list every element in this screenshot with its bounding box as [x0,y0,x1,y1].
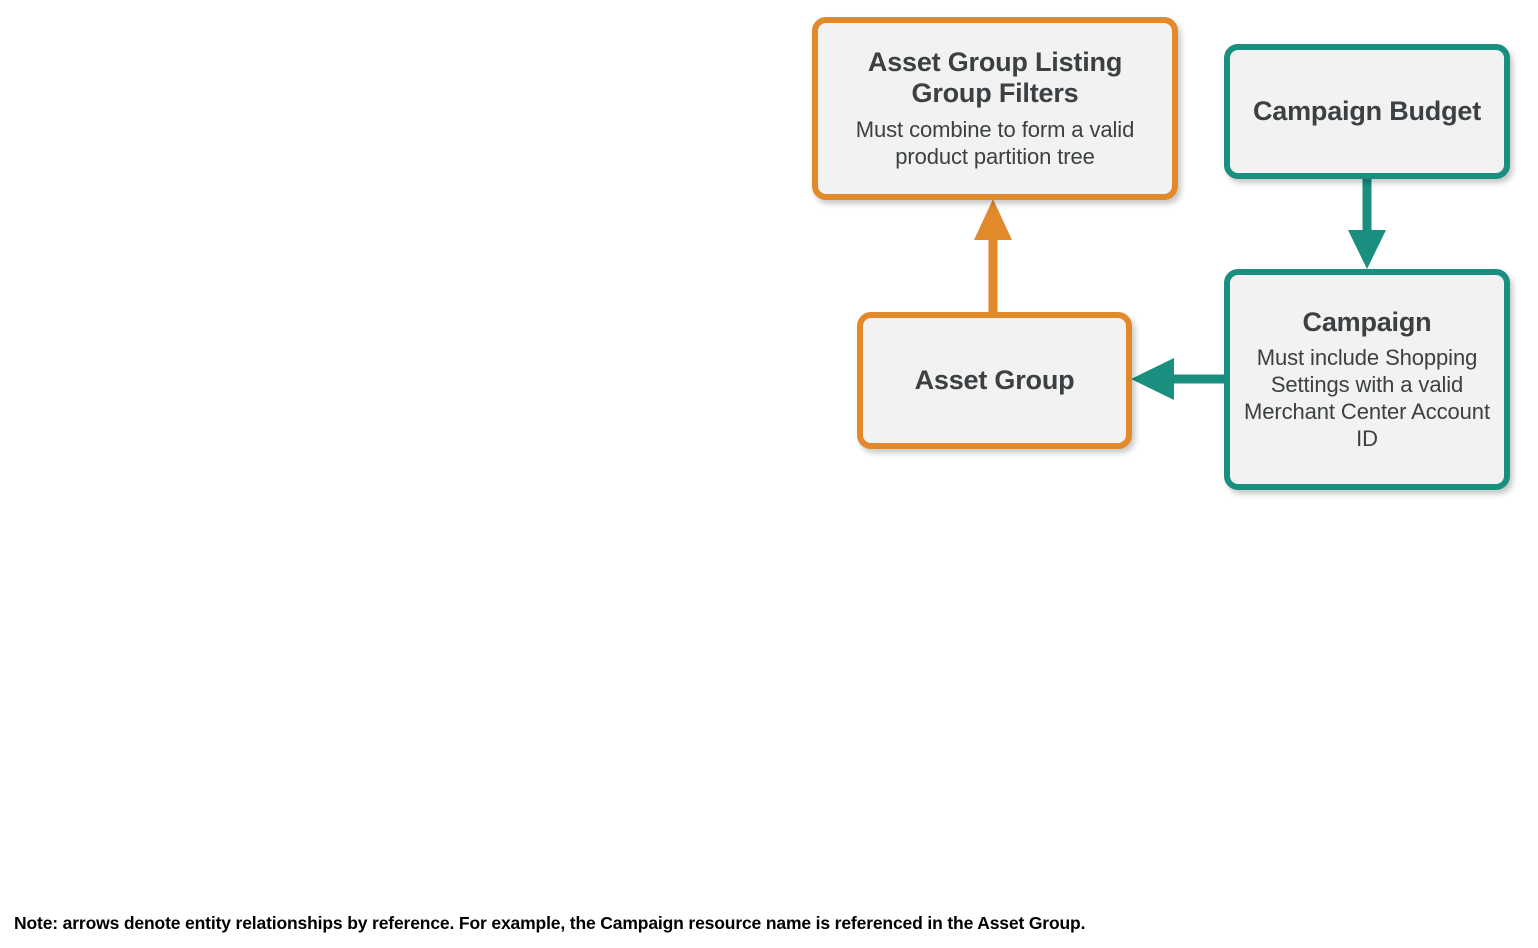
node-subtitle: Must include Shopping Settings with a va… [1244,345,1490,451]
node-asset-group-listing-group-filters[interactable]: Asset Group Listing Group Filters Must c… [812,17,1178,200]
arrowhead-up-icon [974,199,1012,240]
node-asset-group[interactable]: Asset Group [857,312,1132,449]
node-title: Asset Group [914,364,1075,395]
diagram-note: Note: arrows denote entity relationships… [14,913,1086,933]
arrowhead-down-icon [1348,230,1386,269]
edge-campaign-budget-to-campaign [1348,179,1386,269]
edge-campaign-to-asset-group [1131,358,1224,400]
edge-asset-group-to-listing-group-filters [974,199,1012,312]
arrowhead-left-icon [1131,358,1174,400]
node-title: Asset Group Listing Group Filters [867,46,1123,109]
node-campaign-budget[interactable]: Campaign Budget [1224,44,1510,179]
node-title: Campaign [1302,306,1432,337]
node-subtitle: Must combine to form a valid product par… [855,116,1135,169]
node-campaign[interactable]: Campaign Must include Shopping Settings … [1224,269,1510,490]
node-title: Campaign Budget [1252,95,1481,126]
